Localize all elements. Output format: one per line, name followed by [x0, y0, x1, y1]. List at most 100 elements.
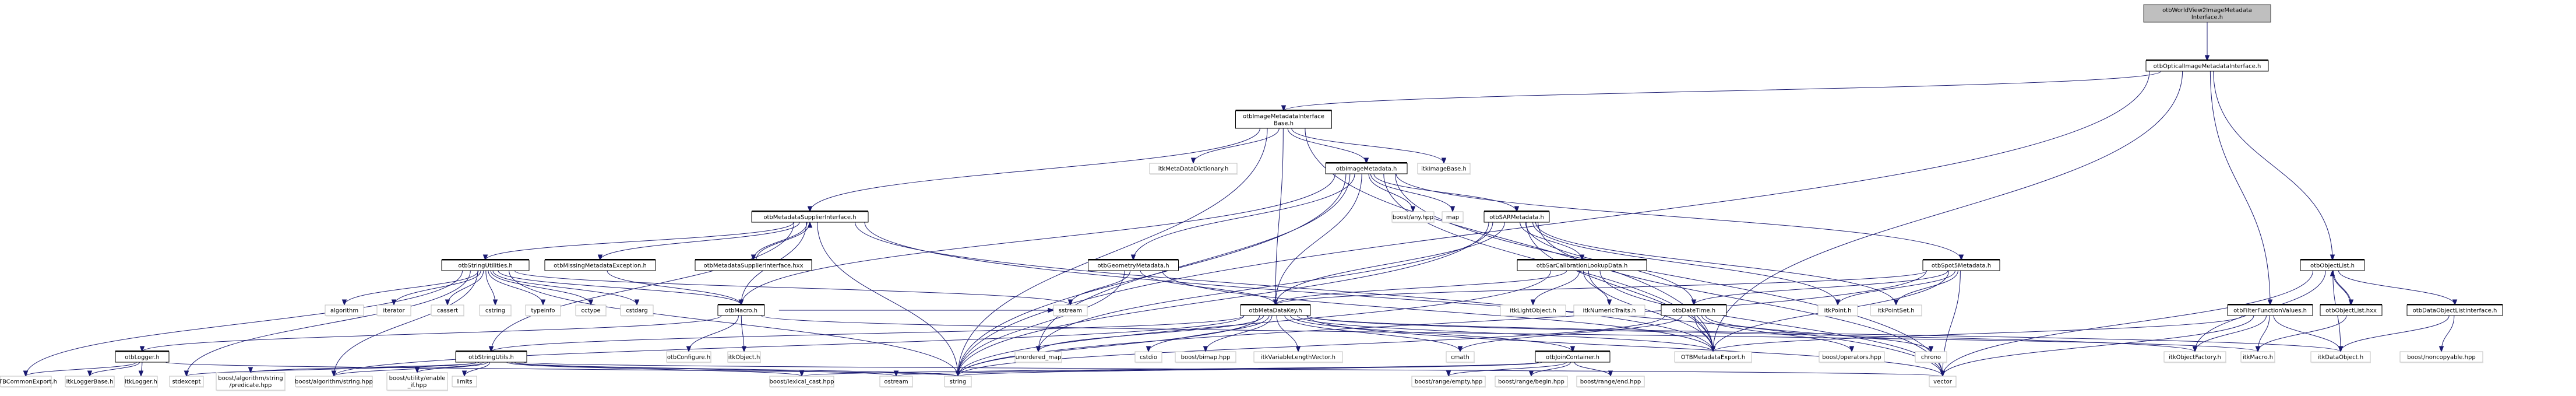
- edge-imgmd-to-boostany: [1368, 173, 1414, 212]
- node-mdsupp[interactable]: otbMetadataSupplierInterface.h: [751, 211, 869, 223]
- node-imgmd[interactable]: otbImageMetadata.h: [1325, 162, 1408, 174]
- edge-mdsupp-to-string: [817, 222, 958, 377]
- edge-mdkey-to-bimap: [1205, 315, 1273, 352]
- node-sarmd[interactable]: otbSARMetadata.h: [1483, 211, 1550, 223]
- node-label: otbJoinContainer.h: [1546, 355, 1599, 361]
- node-mdsupphxx[interactable]: otbMetadataSupplierInterface.hxx: [695, 259, 812, 271]
- node-datetime[interactable]: otbDateTime.h: [1661, 304, 1727, 316]
- node-iterator: iterator: [376, 304, 411, 317]
- arrowhead-icon: [1835, 299, 1841, 306]
- node-shadow: [1016, 362, 1062, 363]
- node-shadow: [1871, 316, 1922, 317]
- arrowhead-icon: [1691, 299, 1697, 306]
- arrowhead-icon: [1940, 370, 1946, 377]
- node-label: cctype: [581, 308, 600, 314]
- edge-missing-to-macro: [607, 270, 742, 306]
- edge-sarmd-to-mdkey: [1275, 222, 1505, 306]
- node-itkobjfact: itkObjectFactory.h: [2163, 351, 2226, 363]
- node-predicate: boost/algorithm/string/predicate.hpp: [216, 372, 286, 391]
- arrowhead-icon: [2438, 346, 2444, 353]
- arrowhead-icon: [23, 370, 29, 377]
- node-geommd[interactable]: otbGeometryMetadata.h: [1088, 259, 1179, 271]
- edge-optical-to-imibase: [1283, 71, 2162, 111]
- node-shadow: [1150, 174, 1238, 175]
- arrowhead-icon: [1446, 370, 1451, 377]
- node-label: otbMissingMetadataException.h: [554, 263, 647, 269]
- edge-mdkey-to-itkobjfact: [1306, 315, 2196, 352]
- node-label: itkObjectFactory.h: [2169, 355, 2221, 361]
- node-label: otbWorldView2ImageMetadata: [2162, 8, 2252, 14]
- edge-sarcal-to-mdkey: [1275, 270, 1567, 306]
- arrowhead-icon: [1441, 157, 1447, 164]
- node-objlisthxx[interactable]: otbObjectList.hxx: [2320, 304, 2383, 316]
- node-joincont[interactable]: otbJoinContainer.h: [1535, 351, 1611, 363]
- node-shadow: [770, 387, 834, 388]
- edge-datetime-to-chrono: [1705, 315, 1932, 352]
- node-shadow: [1136, 362, 1162, 363]
- node-label: otbSpot5Metadata.h: [1932, 263, 1991, 269]
- node-itkmacro: itkMacro.h: [2240, 351, 2275, 363]
- arrowhead-icon: [445, 299, 450, 306]
- node-noncopy: boost/noncopyable.hpp: [2399, 351, 2483, 363]
- node-optical[interactable]: otbOpticalImageMetadataInterface.h: [2145, 59, 2269, 72]
- arrowhead-icon: [1281, 105, 1287, 112]
- node-label: boost/algorithm/string.hpp: [295, 379, 373, 386]
- edge-imibase-to-mdkey: [1275, 128, 1284, 306]
- edge-strutilities-to-macro: [498, 270, 742, 306]
- edge-datetime-to-boostops: [1701, 315, 1852, 352]
- edge-logger-to-commonexport: [25, 362, 137, 377]
- node-itklogger: itkLogger.h: [124, 376, 158, 388]
- arrowhead-icon: [1928, 346, 1934, 353]
- node-top-bar: [442, 259, 529, 260]
- node-top-bar: [456, 351, 527, 352]
- node-logger[interactable]: otbLogger.h: [115, 351, 170, 363]
- node-shadow: [432, 316, 464, 317]
- arrowhead-icon: [1048, 307, 1055, 313]
- edge-filterfunc-to-vector: [1942, 315, 2254, 377]
- node-mdexport: OTBMetadataExport.h: [1674, 351, 1752, 363]
- nodes-layer: otbWorldView2ImageMetadataInterface.hotb…: [0, 4, 2503, 391]
- node-label: /predicate.hpp: [230, 383, 272, 389]
- node-spot5[interactable]: otbSpot5Metadata.h: [1922, 259, 2000, 271]
- edge-mdkey-to-cstdio: [1148, 315, 1270, 352]
- edge-spot5-to-datetime: [1693, 270, 1948, 306]
- edge-sarmd-to-umap: [1038, 222, 1493, 352]
- arrowhead-icon: [1363, 157, 1369, 164]
- node-shadow: [453, 387, 477, 388]
- node-sarcal[interactable]: otbSarCalibrationLookupData.h: [1517, 259, 1647, 271]
- edge-filterfunc-to-itkdataobj: [2273, 315, 2341, 352]
- arrowhead-icon: [807, 221, 813, 228]
- node-label: string: [950, 379, 967, 386]
- node-missing[interactable]: otbMissingMetadataException.h: [544, 259, 656, 271]
- node-objlist[interactable]: otbObjectList.h: [2300, 259, 2365, 271]
- node-mdkey[interactable]: otbMetaDataKey.h: [1240, 304, 1311, 316]
- node-strutils[interactable]: otbStringUtils.h: [455, 351, 527, 363]
- edge-mdkey-to-string: [957, 315, 1260, 377]
- node-strutilities[interactable]: otbStringUtilities.h: [441, 259, 530, 271]
- arrowhead-icon: [807, 206, 813, 213]
- node-top-bar: [1923, 259, 2000, 260]
- arrowhead-icon: [1457, 346, 1463, 353]
- node-top-bar: [1484, 211, 1549, 212]
- node-dolistif[interactable]: otbDataObjectListInterface.h: [2406, 304, 2503, 316]
- node-label: otbFilterFunctionValues.h: [2233, 308, 2307, 314]
- node-shadow: [526, 316, 561, 317]
- node-label: boost/operators.hpp: [1822, 355, 1881, 361]
- node-cctype: cctype: [575, 304, 607, 317]
- node-boostany: boost/any.hpp: [1391, 211, 1435, 223]
- edge-sarmd-to-mdexport: [1526, 222, 1714, 352]
- edge-geommd-to-mdexport: [1162, 270, 1714, 352]
- node-filterfunc[interactable]: otbFilterFunctionValues.h: [2227, 304, 2313, 316]
- edge-strutils-to-vector: [523, 362, 1943, 377]
- edge-optical-to-objlist: [2213, 71, 2333, 261]
- edge-macro-to-logger: [142, 315, 722, 352]
- node-label: Base.h: [1274, 121, 1294, 127]
- node-cstdio: cstdio: [1134, 351, 1162, 363]
- node-shadow: [1443, 222, 1464, 223]
- node-shadow: [1176, 362, 1236, 363]
- edge-mdkey-to-cmath: [1284, 315, 1461, 352]
- node-macro[interactable]: otbMacro.h: [717, 304, 765, 316]
